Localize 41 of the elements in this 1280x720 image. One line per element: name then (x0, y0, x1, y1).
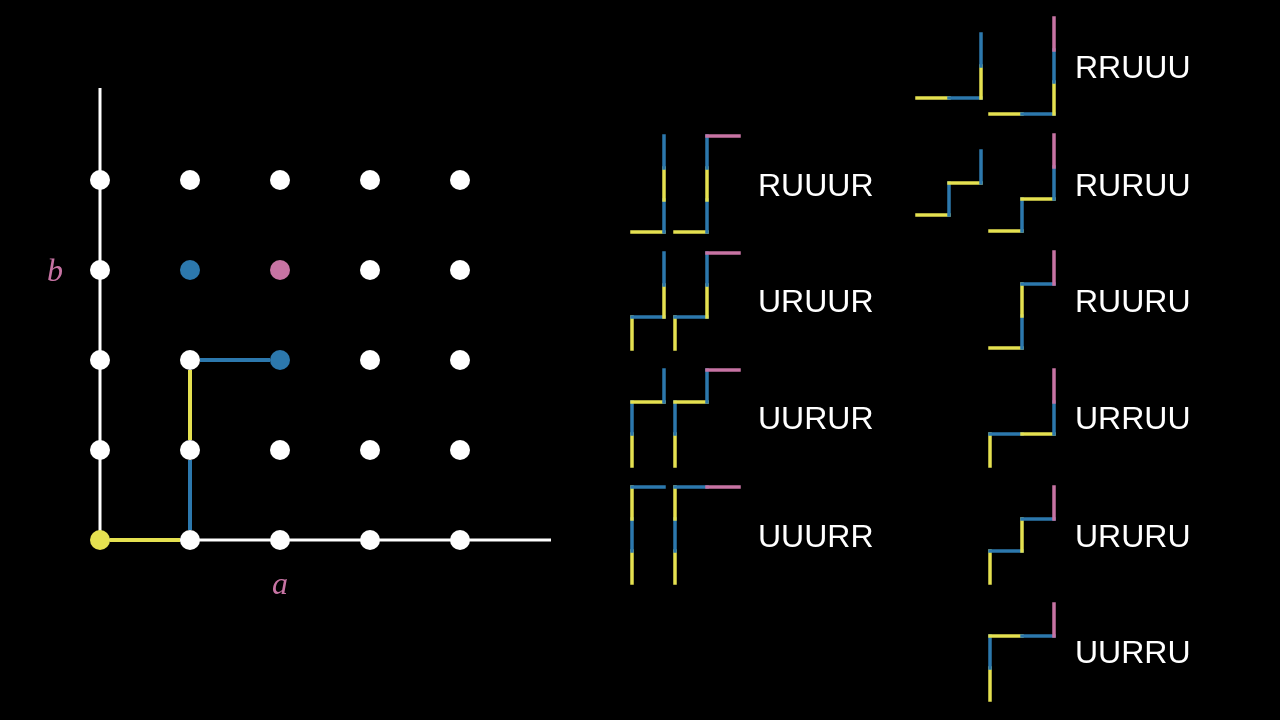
lattice-dot (180, 170, 200, 190)
lattice-dot (360, 170, 380, 190)
path-segment (110, 538, 180, 542)
lattice-dot (180, 440, 200, 460)
path-segment (188, 370, 192, 440)
path-segment (200, 358, 270, 362)
path-segment (188, 460, 192, 530)
path-code: RUUUR (758, 169, 874, 201)
path-code: UURUR (758, 402, 874, 434)
lattice-dot (450, 530, 470, 550)
lattice-dot (360, 530, 380, 550)
path-code: RRUUU (1075, 51, 1191, 83)
lattice-dot (450, 350, 470, 370)
path-code: URRUU (1075, 402, 1191, 434)
lattice-dot (360, 350, 380, 370)
lattice-dot (90, 530, 110, 550)
lattice-dot (90, 350, 110, 370)
lattice-dot (180, 350, 200, 370)
lattice-dot (90, 440, 110, 460)
path-code: URURU (1075, 520, 1191, 552)
lattice-dot (450, 260, 470, 280)
lattice-dot (450, 440, 470, 460)
path-code: UURRU (1075, 636, 1191, 668)
lattice-dot (360, 440, 380, 460)
lattice-dot (360, 260, 380, 280)
path-code: UUURR (758, 520, 874, 552)
axis-label: b (47, 254, 63, 286)
path-code: URUUR (758, 285, 874, 317)
path-code: RUURU (1075, 285, 1191, 317)
lattice-dot (270, 530, 290, 550)
lattice-dot (180, 530, 200, 550)
lattice-dot (90, 260, 110, 280)
lattice-dot (90, 170, 110, 190)
lattice-dot (450, 170, 470, 190)
lattice-dot (270, 260, 290, 280)
lattice-dot (270, 350, 290, 370)
axis-label: a (272, 567, 288, 599)
lattice-dot (270, 170, 290, 190)
path-code: RURUU (1075, 169, 1191, 201)
lattice-dot (180, 260, 200, 280)
lattice-dot (270, 440, 290, 460)
